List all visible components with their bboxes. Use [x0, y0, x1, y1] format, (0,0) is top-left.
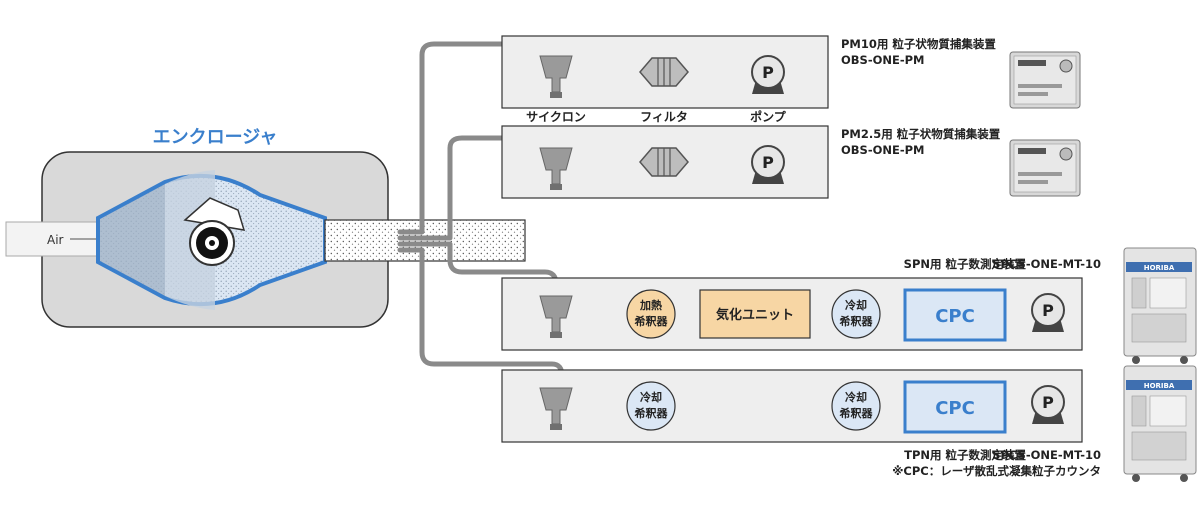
pm10-title: PM10用 粒子状物質捕集装置 [841, 37, 996, 51]
orifice-icon [183, 197, 246, 266]
obs-device-pm25-image [1009, 139, 1081, 197]
tunnel-inlet-cone [100, 184, 165, 296]
pm25-model: OBS-ONE-PM [841, 143, 925, 157]
spn-cooled-diluter: 冷却 希釈器 [831, 289, 881, 339]
tpn-cooled-diluter-1: 冷却 希釈器 [626, 381, 676, 431]
tpn-title: TPN用 粒子数測定装置 [904, 448, 1026, 462]
obs-device-pm10-image [1009, 51, 1081, 109]
svg-text:希釈器: 希釈器 [634, 406, 669, 420]
pm10-model: OBS-ONE-PM [841, 53, 925, 67]
label-filter: フィルタ [640, 110, 688, 124]
svg-text:加熱: 加熱 [639, 298, 662, 312]
spcs-device-spn-image: HORIBA [1123, 247, 1197, 364]
svg-text:冷却: 冷却 [845, 298, 867, 312]
pm10-pump-symbol: P [762, 63, 774, 82]
svg-text:冷却: 冷却 [845, 390, 867, 404]
spn-model: SPCS-ONE-MT-10 [992, 257, 1101, 271]
tpn-cpc-unit [903, 380, 1007, 434]
label-pump: ポンプ [750, 109, 787, 124]
spn-title: SPN用 粒子数測定装置 [904, 257, 1027, 271]
svg-text:希釈器: 希釈器 [839, 314, 874, 328]
tpn-cpc-label: CPC [935, 398, 975, 419]
tpn-pump-symbol: P [1042, 393, 1054, 412]
spn-vaporizer-unit [699, 289, 811, 339]
svg-text:HORIBA: HORIBA [1144, 264, 1175, 272]
air-inlet-label: Air [47, 233, 64, 247]
cpc-footnote: ※CPC：レーザ散乱式凝集粒子カウンタ [892, 464, 1101, 478]
svg-text:希釈器: 希釈器 [839, 406, 874, 420]
spn-vaporizer-label: 気化ユニット [716, 307, 794, 323]
spn-heated-diluter: 加熱 希釈器 [626, 289, 676, 339]
spn-cpc-label: CPC [935, 306, 975, 327]
tpn-cooled-diluter-2: 冷却 希釈器 [831, 381, 881, 431]
svg-text:冷却: 冷却 [640, 390, 662, 404]
spn-cpc-unit [903, 288, 1007, 342]
label-cyclone: サイクロン [526, 110, 586, 124]
pm25-pump-symbol: P [762, 153, 774, 172]
spcs-device-tpn-image: HORIBA [1123, 365, 1197, 482]
pm25-title: PM2.5用 粒子状物質捕集装置 [841, 127, 1001, 141]
tpn-model: SPCS-ONE-MT-10 [992, 448, 1101, 462]
enclosure-title: エンクロージャ [153, 127, 278, 148]
spn-pump-symbol: P [1042, 301, 1054, 320]
svg-text:HORIBA: HORIBA [1144, 382, 1175, 390]
svg-text:希釈器: 希釈器 [634, 314, 669, 328]
